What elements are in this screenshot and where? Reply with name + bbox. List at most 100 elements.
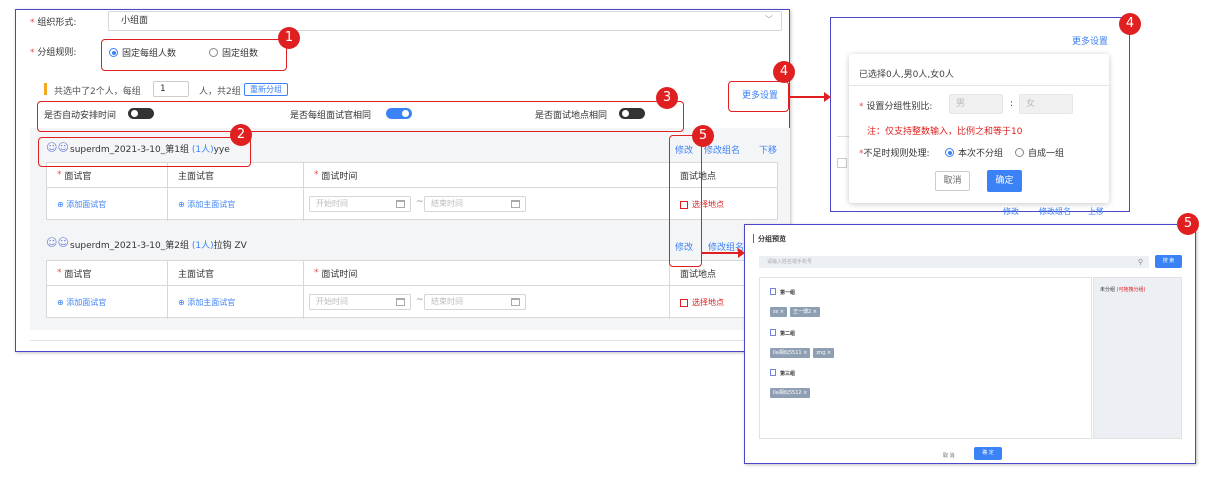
group-2-title: superdm_2021-3-10_第2组 (1人)拉钩 ZV: [70, 241, 247, 251]
org-form-select[interactable]: 小组面 ﹀: [108, 11, 782, 31]
callout-box-1: [101, 39, 287, 71]
location-icon: [680, 298, 688, 307]
badge-4: 4: [773, 61, 795, 83]
preview-confirm-button[interactable]: 确 定: [974, 447, 1002, 460]
arrow-to-preview: [701, 248, 745, 258]
group-2-edit[interactable]: 修改: [675, 243, 694, 253]
bg-rename: 修改组名: [1039, 207, 1071, 216]
preview-group-2: 第二组: [770, 329, 795, 337]
divider: [30, 340, 790, 341]
radio-fixed-groups[interactable]: 固定组数: [209, 46, 258, 59]
end-time-input[interactable]: 结束时间: [424, 196, 526, 212]
time-separator: ~: [416, 295, 424, 305]
preview-search-button[interactable]: 搜 索: [1155, 255, 1182, 268]
badge-4-popover: 4: [1119, 13, 1141, 35]
same-location-toggle[interactable]: [619, 108, 645, 119]
time-cell: 开始时间 ~ 结束时间: [304, 286, 670, 319]
select-location-button[interactable]: 选择地点: [670, 188, 779, 221]
badge-1: 1: [278, 27, 300, 49]
preview-title: 分组预览: [758, 235, 786, 243]
preview-cancel-button[interactable]: 取 消: [943, 453, 955, 459]
more-settings-panel: 更多设置 修改 修改组名 上移 已选择0人,男0人,女0人 * 设置分组性别比:…: [830, 17, 1130, 216]
radio-no-group[interactable]: 本次不分组: [945, 146, 1003, 159]
popover-cancel-button[interactable]: 取消: [935, 171, 970, 191]
radio-self-group[interactable]: 自成一组: [1015, 146, 1064, 159]
group-1-edit[interactable]: 修改: [675, 146, 694, 156]
start-time-input[interactable]: 开始时间: [309, 294, 411, 310]
plus-circle-icon: ⊕: [57, 298, 67, 307]
popover-divider: [849, 85, 1109, 86]
popover-confirm-button[interactable]: 确定: [987, 170, 1022, 192]
preview-group-1-tags: ss ×王一博2 ×: [770, 306, 823, 317]
start-time-input[interactable]: 开始时间: [309, 196, 411, 212]
group-2-rename[interactable]: 修改组名: [708, 243, 745, 253]
preview-title-accent: [753, 234, 754, 243]
add-interviewer-button[interactable]: ⊕ 添加面试官: [47, 188, 168, 221]
main-panel: * 组织形式: 小组面 ﹀ * 分组规则: 固定每组人数 固定组数 共选中了2个…: [15, 9, 790, 352]
header-time: * 面试时间: [304, 163, 670, 187]
male-ratio-input[interactable]: 男: [949, 94, 1003, 114]
group-icon: [770, 369, 776, 376]
radio-fixed-count[interactable]: 固定每组人数: [109, 46, 176, 59]
add-main-interviewer-button[interactable]: ⊕ 添加主面试官: [168, 286, 304, 319]
group-icon: [770, 329, 776, 336]
add-interviewer-button[interactable]: ⊕ 添加面试官: [47, 286, 168, 319]
time-separator: ~: [416, 197, 424, 207]
badge-5: 5: [692, 125, 714, 147]
group-1-title: superdm_2021-3-10_第1组 (1人)yye: [70, 145, 230, 155]
plus-circle-icon: ⊕: [178, 298, 188, 307]
member-tag[interactable]: 王一博2 ×: [790, 307, 820, 317]
same-interviewer-label: 是否每组面试官相同: [290, 111, 372, 121]
bg-divider: [837, 136, 849, 137]
popover-card: 已选择0人,男0人,女0人 * 设置分组性别比: 男 : 女 注：仅支持整数输入…: [849, 54, 1109, 203]
radio-selected-icon: [945, 148, 954, 157]
chevron-down-icon: ﹀: [765, 15, 773, 24]
regroup-button[interactable]: 重新分组: [244, 83, 288, 96]
header-main-interviewer: 主面试官: [168, 163, 304, 187]
group-2-table: * 面试官 主面试官 * 面试时间 面试地点 ⊕ 添加面试官 ⊕ 添加主面试官 …: [46, 260, 779, 319]
member-tag[interactable]: ss ×: [770, 307, 787, 317]
group-icon: [770, 288, 776, 295]
org-form-value: 小组面: [121, 16, 149, 26]
member-tag[interactable]: zng ×: [813, 348, 835, 358]
selected-info: 已选择0人,男0人,女0人: [859, 70, 954, 80]
preview-search-input[interactable]: 请输入姓名或手机号 ⚲: [759, 256, 1149, 268]
ungrouped-label: 未分组 (可拖拽分组): [1100, 287, 1146, 293]
preview-group-3-tags: lla相似5512 ×: [770, 387, 813, 398]
ratio-colon: :: [1010, 99, 1014, 109]
calendar-icon: [396, 298, 405, 306]
time-cell: 开始时间 ~ 结束时间: [304, 188, 670, 221]
same-interviewer-toggle[interactable]: [386, 108, 412, 119]
calendar-icon: [396, 200, 405, 208]
preview-group-2-tags: lla相似5511 ×zng ×: [770, 347, 837, 358]
callout-box-4: [728, 81, 789, 112]
bg-checkbox: [837, 158, 847, 168]
header-location: 面试地点: [680, 269, 717, 280]
member-tag[interactable]: lla相似5512 ×: [770, 388, 811, 398]
users-icon: ☺☺: [46, 236, 69, 249]
add-main-interviewer-button[interactable]: ⊕ 添加主面试官: [168, 188, 304, 221]
group-1-move-down[interactable]: 下移: [759, 146, 778, 156]
member-tag[interactable]: lla相似5511 ×: [770, 348, 811, 358]
header-interviewer: * 面试官: [47, 163, 168, 187]
group-1-table: * 面试官 主面试官 * 面试时间 面试地点 ⊕ 添加面试官 ⊕ 添加主面试官 …: [46, 162, 779, 221]
group-1-rename[interactable]: 修改组名: [704, 146, 741, 156]
header-interviewer: * 面试官: [47, 261, 168, 285]
search-icon: ⚲: [1137, 258, 1143, 266]
per-group-input[interactable]: 1: [153, 81, 189, 97]
callout-box-2: [38, 137, 251, 167]
plus-circle-icon: ⊕: [57, 200, 67, 209]
end-time-input[interactable]: 结束时间: [424, 294, 526, 310]
group-preview-panel: 分组预览 请输入姓名或手机号 ⚲ 搜 索 第一组 ss ×王一博2 × 第二组 …: [744, 224, 1196, 464]
badge-5-preview: 5: [1177, 213, 1199, 235]
popover-more-settings-link[interactable]: 更多设置: [1072, 37, 1109, 47]
auto-time-toggle[interactable]: [128, 108, 154, 119]
ratio-label: * 设置分组性别比:: [859, 102, 933, 112]
org-form-label: * 组织形式:: [30, 18, 77, 28]
female-ratio-input[interactable]: 女: [1019, 94, 1073, 114]
radio-icon: [1015, 148, 1024, 157]
select-location-button[interactable]: 选择地点: [670, 286, 779, 319]
users-icon: ☺☺: [46, 141, 69, 154]
more-settings-link[interactable]: 更多设置: [742, 91, 779, 101]
radio-selected-icon: [109, 48, 118, 57]
